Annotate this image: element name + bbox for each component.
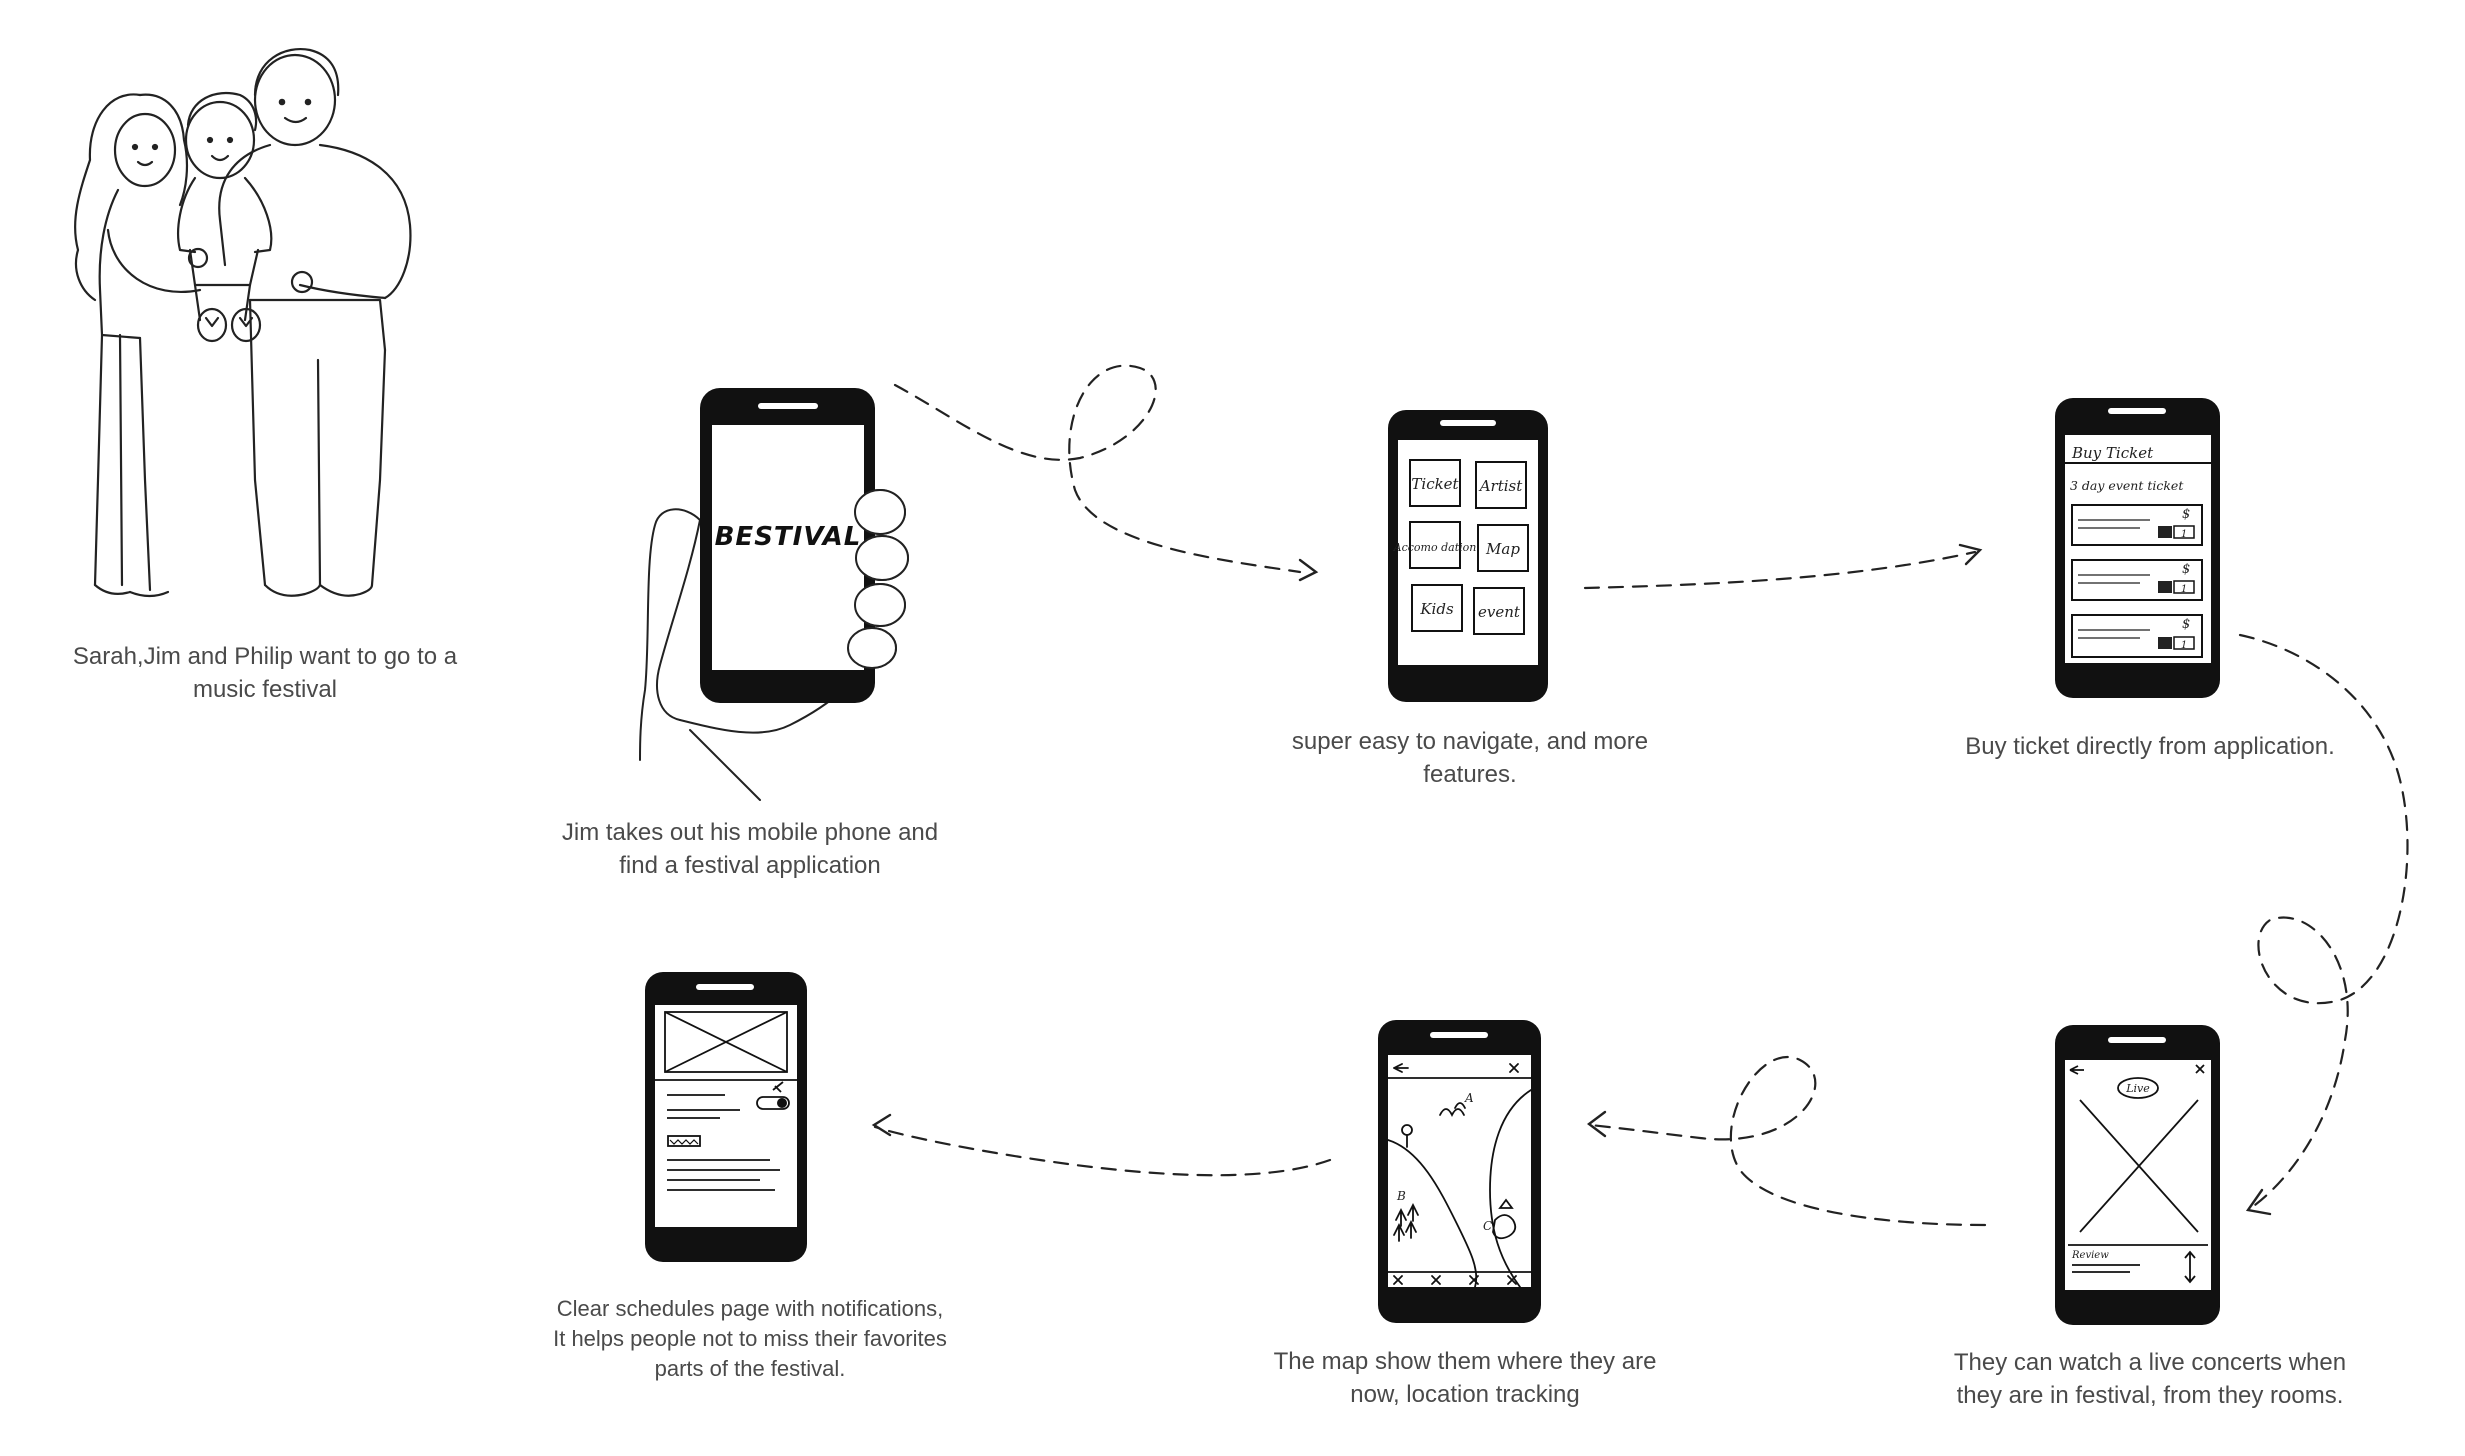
caption-schedule: Clear schedules page with notifications,… bbox=[553, 1296, 947, 1381]
live-review-label: Review bbox=[2071, 1250, 2109, 1261]
menu-tile-artist: Artist bbox=[1478, 477, 1524, 495]
map-point-c: C bbox=[1483, 1219, 1492, 1233]
phone-map-screen: A B C bbox=[1378, 1020, 1541, 1323]
phone-schedule-screen bbox=[645, 972, 807, 1262]
ticket-price-3: $ bbox=[2182, 617, 2190, 632]
map-point-b: B bbox=[1396, 1189, 1406, 1203]
ticket-item-name: 3 day event ticket bbox=[2070, 478, 2184, 493]
ticket-price-1: $ bbox=[2182, 507, 2190, 522]
connector-splash-to-menu bbox=[893, 364, 1302, 574]
map-point-a: A bbox=[1464, 1091, 1474, 1105]
connector-ticket-to-live bbox=[2238, 633, 2409, 1207]
caption-navigate: super easy to navigate, and more feature… bbox=[1291, 728, 1649, 788]
menu-tile-kids: Kids bbox=[1419, 600, 1454, 618]
menu-tile-accommodation: Accomo dation bbox=[1393, 541, 1477, 554]
ticket-qty-3: 1 bbox=[2181, 640, 2187, 651]
ticket-qty-1: 1 bbox=[2181, 529, 2187, 540]
menu-tile-map: Map bbox=[1485, 540, 1520, 558]
caption-phone: Jim takes out his mobile phone and find … bbox=[561, 819, 939, 879]
connector-live-to-map bbox=[1588, 1056, 1987, 1227]
connector-menu-to-ticket bbox=[1583, 550, 1977, 590]
flow-connectors bbox=[873, 364, 2409, 1227]
connector-map-to-schedule bbox=[873, 1125, 1332, 1177]
phone-live-screen: Live Review bbox=[2055, 1025, 2220, 1325]
app-splash-title: BESTIVAL bbox=[715, 522, 862, 552]
ticket-qty-2: 1 bbox=[2181, 584, 2187, 595]
phone-menu-screen: Ticket Artist Accomo dation Map Kids eve… bbox=[1388, 410, 1548, 702]
phone-ticket-screen: Buy Ticket 3 day event ticket $ $ $ 1 1 … bbox=[2055, 398, 2220, 698]
menu-tile-event: event bbox=[1478, 603, 1521, 621]
caption-map: The map show them where they are now, lo… bbox=[1273, 1348, 1657, 1408]
caption-live: They can watch a live concerts when they… bbox=[1953, 1349, 2347, 1409]
live-badge: Live bbox=[2125, 1082, 2150, 1095]
caption-family: Sarah,Jim and Philip want to go to a mus… bbox=[72, 643, 458, 703]
flow-arrowheads bbox=[871, 543, 2272, 1216]
ticket-header: Buy Ticket bbox=[2071, 444, 2154, 462]
phone-splash-screen: BESTIVAL bbox=[639, 388, 909, 801]
ticket-price-2: $ bbox=[2182, 562, 2190, 577]
caption-ticket: Buy ticket directly from application. bbox=[1965, 733, 2335, 760]
menu-tile-ticket: Ticket bbox=[1411, 475, 1459, 493]
family-illustration bbox=[74, 48, 412, 598]
